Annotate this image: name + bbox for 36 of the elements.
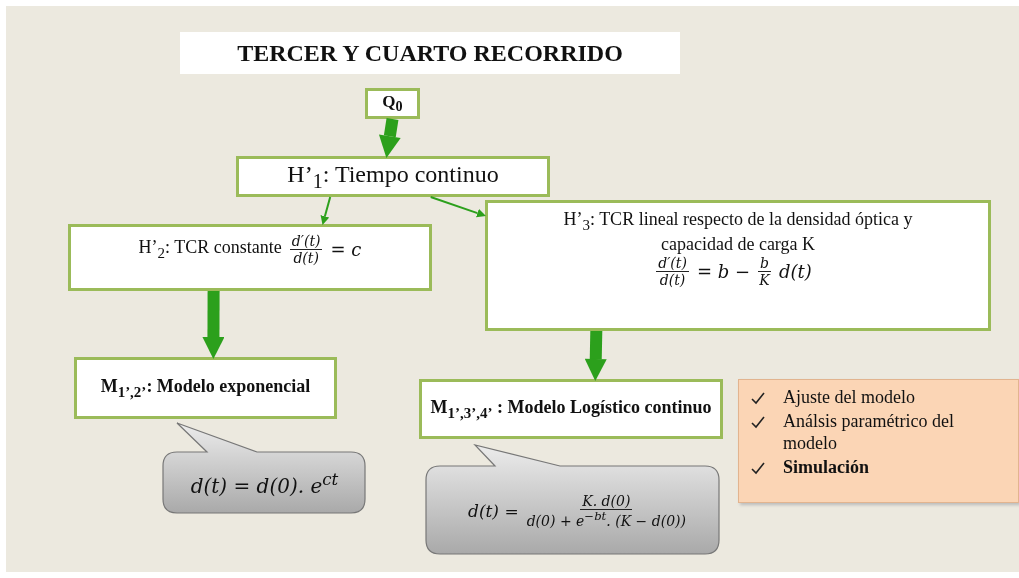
list-item: Ajuste del modelo (783, 386, 915, 409)
list-item: Análsis paramétrico del modelo (783, 409, 955, 455)
formula-denominator: d(t) (659, 272, 686, 289)
process-box (485, 200, 991, 331)
arrow (202, 290, 225, 359)
formula-denominator: d(0) + e$^{−bt}$. (K − d(0)) (526, 510, 686, 529)
node-label: H’$_{2}$: TCR constante (137, 237, 283, 262)
formula-numerator: d′(t) (289, 233, 323, 251)
process-box (68, 224, 432, 291)
formula: d(t) = (467, 500, 520, 522)
process-box (365, 88, 420, 119)
process-box (74, 357, 337, 419)
formula-callout (162, 422, 367, 515)
arrow (378, 118, 401, 158)
arrow (320, 196, 332, 225)
formula-callout (425, 444, 721, 556)
arrow (584, 330, 607, 381)
formula-numerator: d′(t) (656, 255, 689, 273)
node-label: H’$_{1}$: Tiempo continuo (286, 160, 500, 193)
process-box (419, 379, 723, 439)
process-box (236, 156, 550, 197)
formula-denominator: K (759, 272, 770, 289)
formula: = b − (695, 261, 752, 283)
formula-numerator: b (758, 255, 771, 273)
formula: d(t) = d(0). e$^{ct}$ (189, 469, 340, 498)
node-label: M$_{1’,2’}$: Modelo exponencial (99, 375, 312, 401)
list-item: Simulación (783, 455, 870, 478)
node-label: M$_{1’,3’,4’}$ : Modelo Logístico continuo (429, 396, 713, 422)
arrow (429, 196, 486, 218)
formula: d(t) (778, 261, 813, 283)
title: TERCER Y CUARTO RECORRIDO (180, 32, 680, 74)
checklist-panel (738, 379, 1019, 503)
formula: = c (329, 238, 363, 261)
formula-denominator: d(t) (293, 250, 319, 267)
node-label: Q$_{0}$ (381, 91, 404, 116)
formula-numerator: K. d(0) (580, 493, 633, 511)
